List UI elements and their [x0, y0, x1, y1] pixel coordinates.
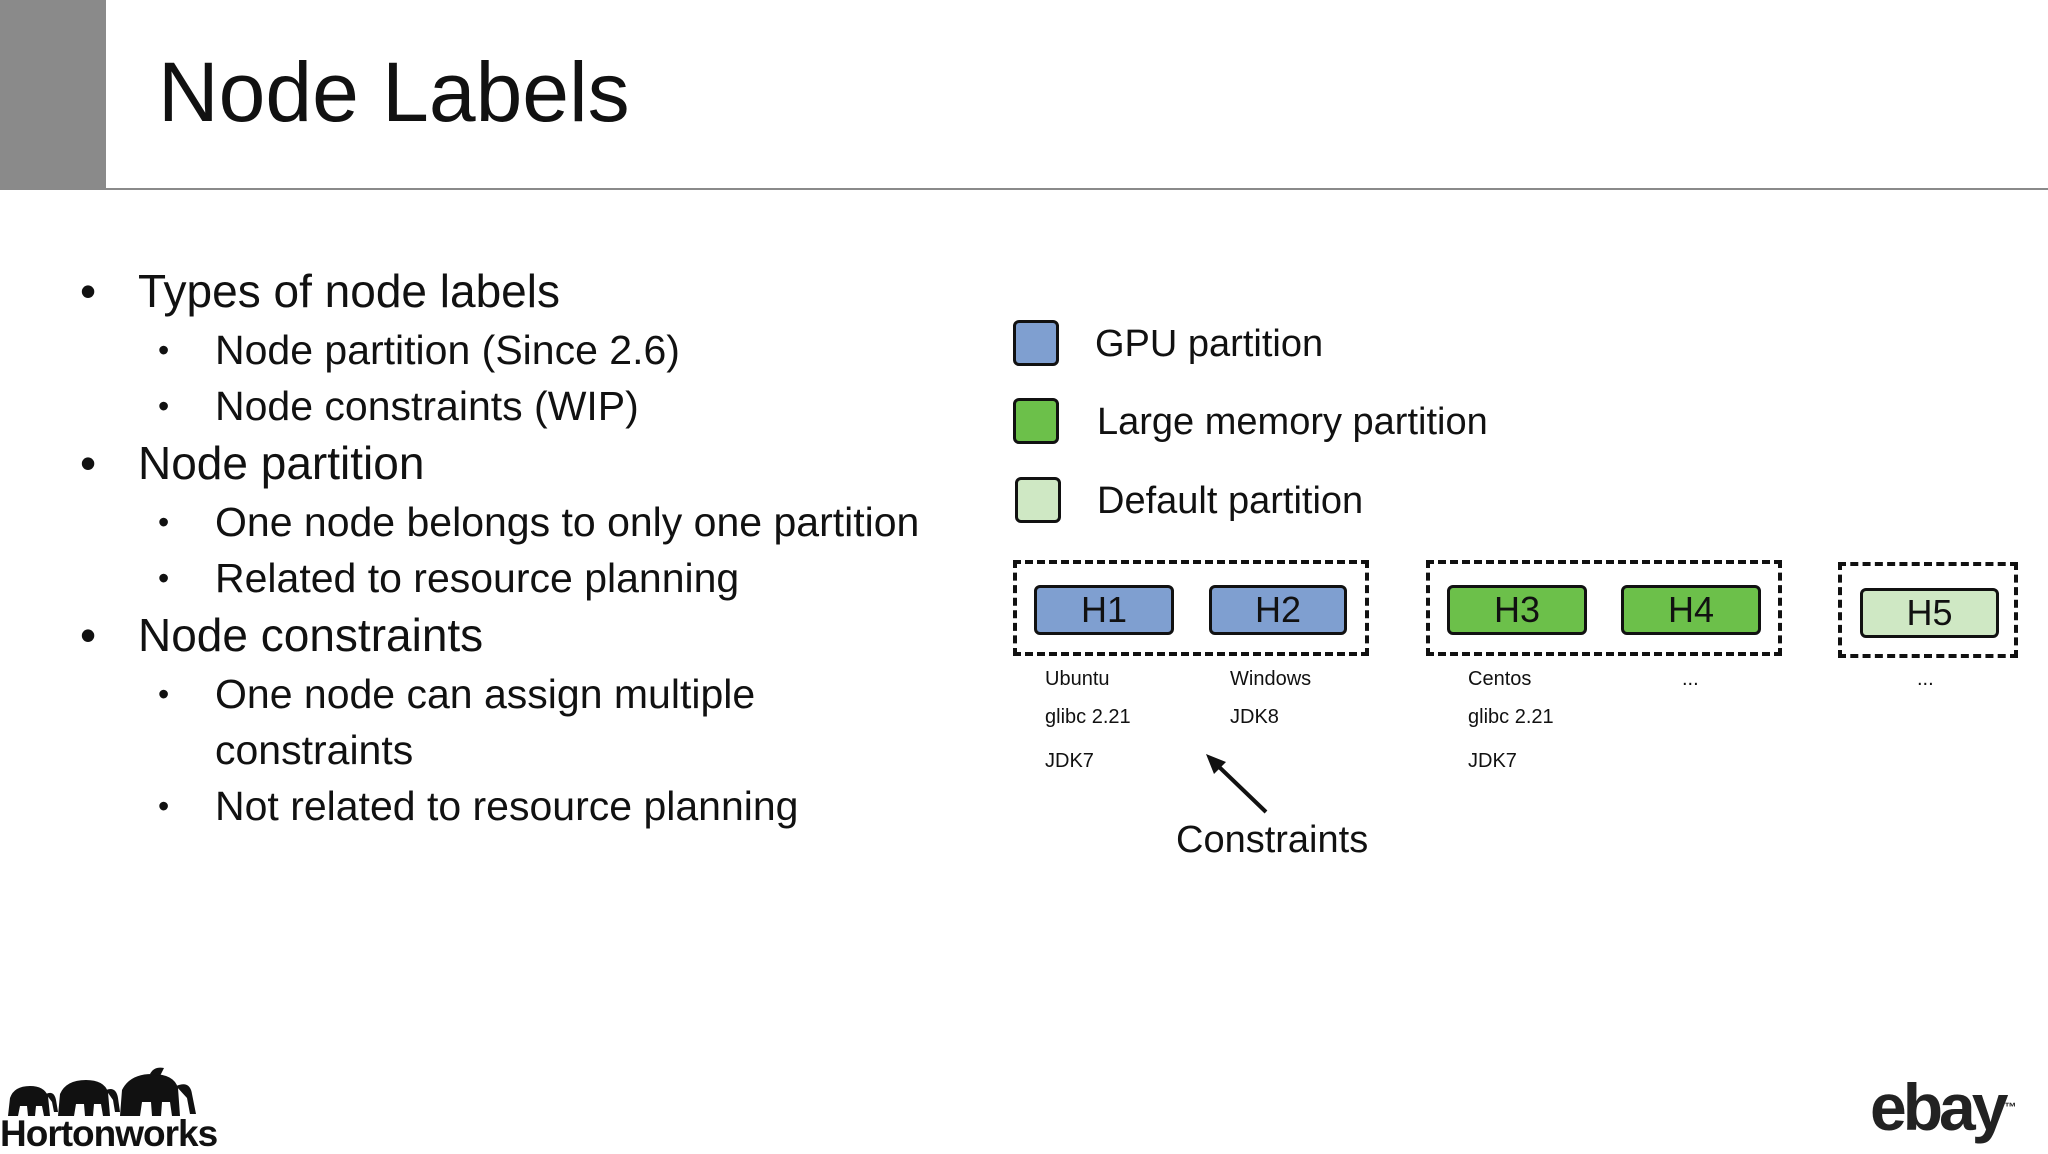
label-h3-glibc: glibc 2.21: [1468, 706, 1554, 728]
label-h5-ellipsis: ...: [1917, 668, 1934, 690]
label-h1-os: Ubuntu: [1045, 668, 1110, 690]
legend-label: GPU partition: [1095, 323, 1324, 365]
bullet-item: Node partition: [80, 434, 980, 492]
label-h4-ellipsis: ...: [1682, 668, 1699, 690]
label-h1-glibc: glibc 2.21: [1045, 706, 1131, 728]
large-memory-partition-group: [1426, 560, 1782, 656]
sub-bullet-item: Node partition (Since 2.6): [80, 322, 980, 378]
constraints-callout: Constraints: [1176, 819, 1369, 861]
host-h4: H4: [1621, 585, 1761, 635]
sub-bullet-item: One node belongs to only one partition: [80, 494, 980, 550]
host-h5: H5: [1860, 588, 1999, 638]
legend-label: Large memory partition: [1097, 401, 1488, 443]
title-bar: [0, 0, 2048, 190]
sub-bullet-item: Not related to resource planning: [80, 778, 980, 834]
bullet-item: Node constraints: [80, 606, 980, 664]
label-h2-os: Windows: [1230, 668, 1312, 690]
slide-title: Node Labels: [158, 45, 630, 139]
bullet-list: Types of node labels Node partition (Sin…: [80, 262, 980, 834]
hortonworks-logo-text: Hortonworks: [0, 1113, 218, 1154]
host-h2: H2: [1209, 585, 1347, 635]
label-h3-os: Centos: [1468, 668, 1532, 690]
label-h2-jdk: JDK8: [1230, 706, 1279, 728]
sub-bullet-item: One node can assign multiple constraints: [80, 666, 980, 778]
default-partition-group: [1838, 562, 2018, 658]
bullet-item: Types of node labels: [80, 262, 980, 320]
arrow-icon: [1206, 754, 1268, 814]
sub-bullet-item: Related to resource planning: [80, 550, 980, 606]
host-h3: H3: [1447, 585, 1587, 635]
label-h1-jdk: JDK7: [1045, 750, 1094, 772]
swatch-default: [1015, 477, 1061, 523]
ebay-logo: ebay™: [1870, 1070, 2017, 1144]
sub-bullet-item: Node constraints (WIP): [80, 378, 980, 434]
legend-label: Default partition: [1097, 480, 1364, 522]
hortonworks-elephants-logo: [8, 1067, 196, 1116]
label-h3-jdk: JDK7: [1468, 750, 1517, 772]
accent-block: [0, 0, 106, 188]
host-h1: H1: [1034, 585, 1174, 635]
gpu-partition-group: [1013, 560, 1369, 656]
swatch-gpu: [1013, 320, 1059, 366]
swatch-large-memory: [1013, 398, 1059, 444]
